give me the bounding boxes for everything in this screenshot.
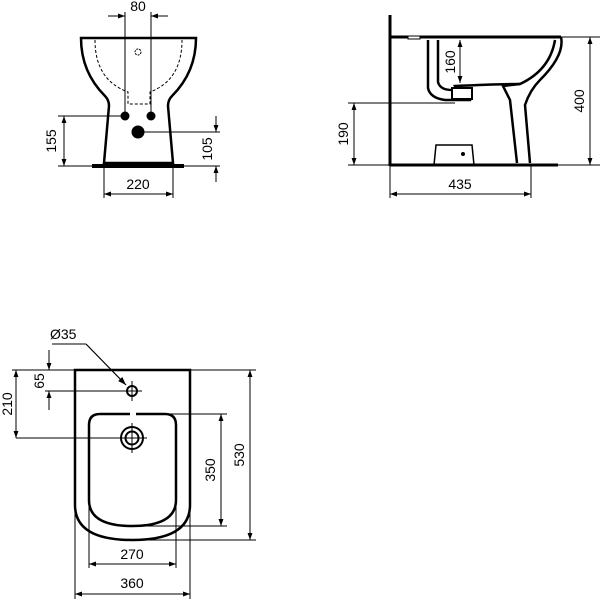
top-outer-outline [73,368,192,542]
dim-total-length: 530 [231,443,247,467]
top-view: Ø35 65 210 350 530 270 360 [0,326,256,599]
top-inner-bowl [87,412,178,528]
dim-tap-hole-diameter: Ø35 [50,326,77,342]
front-inner-bowl-dashed [94,39,183,105]
dim-inlet-height: 155 [43,129,59,153]
front-overflow-hole [134,48,142,56]
front-view: 80 155 105 220 [43,0,220,198]
side-bowl-outline [501,36,563,164]
dim-base-width: 220 [126,176,150,192]
dim-projection: 435 [448,176,472,192]
dim-bowl-width: 270 [120,546,144,562]
front-bowl-outline [79,36,198,165]
dim-outlet-height: 105 [199,137,215,161]
dim-bowl-depth: 160 [442,50,458,74]
dim-tap-spacing: 80 [130,0,146,14]
floor-fixing-block [433,144,475,166]
dim-side-inlet-height: 190 [335,122,351,146]
dim-total-width: 360 [120,575,144,591]
dim-drain-offset: 210 [0,392,15,416]
dim-total-height: 400 [571,89,587,113]
dim-bowl-length: 350 [202,458,218,482]
dim-tap-hole-offset: 65 [31,373,47,389]
side-view: 160 400 190 435 [335,15,600,198]
